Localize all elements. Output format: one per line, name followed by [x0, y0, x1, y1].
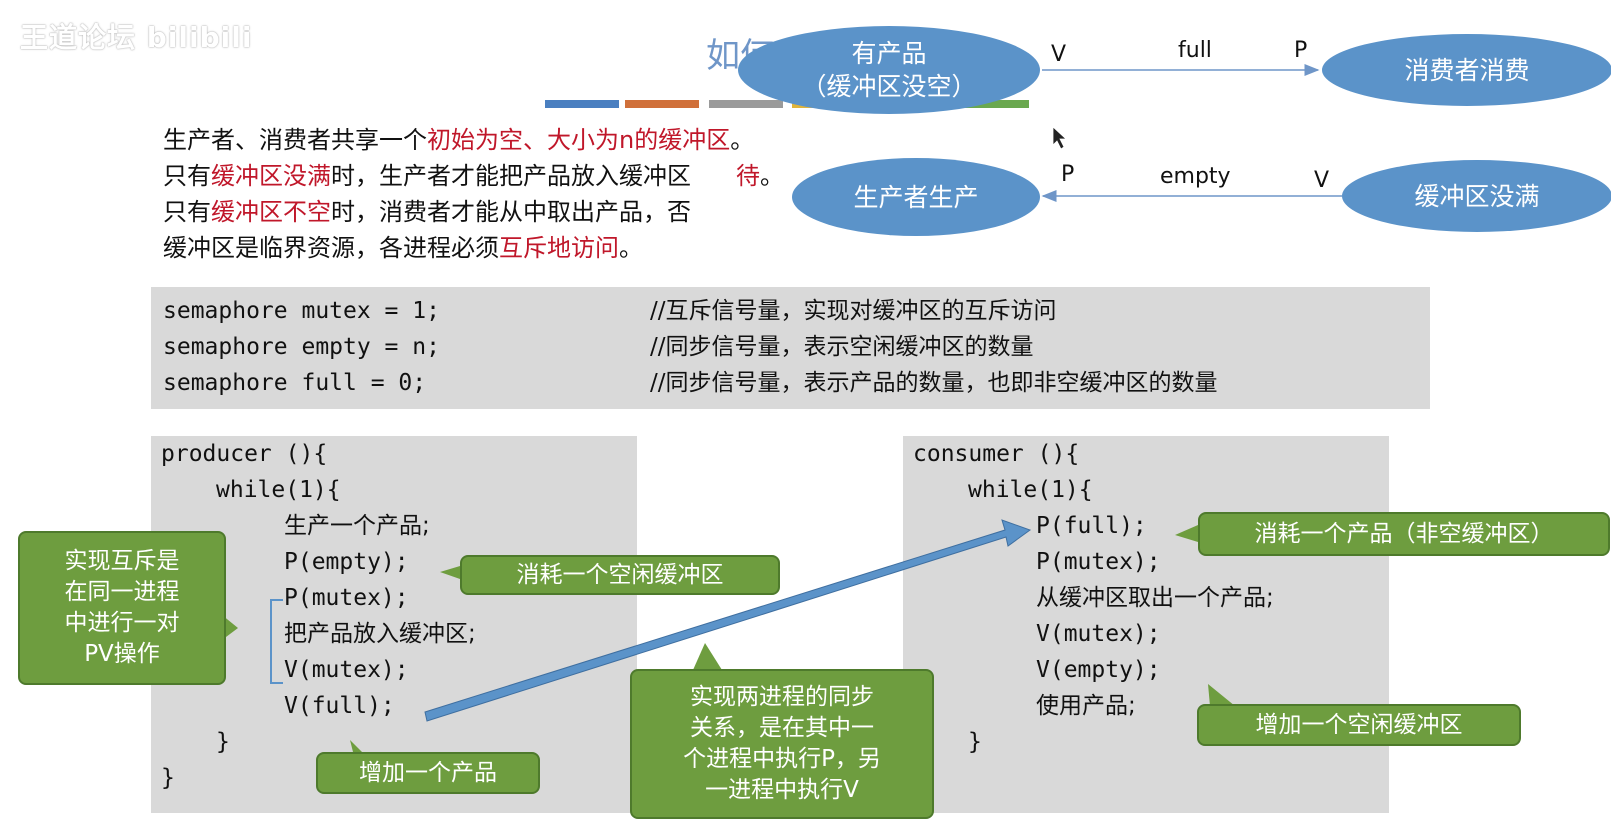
label-empty: empty: [1160, 164, 1231, 189]
sync-arrow: [424, 519, 1032, 722]
callout-sync: 实现两进程的同步 关系，是在其中一 个进程中执行P，另 一进程中执行V: [630, 669, 934, 819]
producer-p-mutex: P(mutex);: [284, 585, 409, 611]
label-p-bottom: P: [1061, 162, 1075, 187]
semaphore-empty-code: semaphore empty = n;: [163, 334, 440, 360]
callout-add-empty: 增加一个空闲缓冲区: [1197, 704, 1521, 746]
producer-code-box: producer (){ while(1){ 生产一个产品; P(empty);…: [151, 436, 637, 813]
consumer-take: 从缓冲区取出一个产品;: [1036, 585, 1274, 611]
callout-consume-product: 消耗一个产品（非空缓冲区）: [1198, 512, 1610, 556]
mutex-callout-tail: [222, 615, 238, 640]
watermark: 王道论坛 bilibili: [20, 21, 253, 54]
sync-callout-tail: [693, 643, 722, 670]
intro-line-2: 只有缓冲区没满时，生产者才能把产品放入缓冲区待。: [163, 162, 784, 190]
semaphore-declarations: semaphore mutex = 1; //互斥信号量，实现对缓冲区的互斥访问…: [151, 287, 1430, 409]
consumer-p-mutex: P(mutex);: [1036, 549, 1161, 575]
label-v-bottom: V: [1314, 168, 1330, 193]
callout-consume-empty: 消耗一个空闲缓冲区: [460, 555, 780, 595]
producer-p-empty: P(empty);: [284, 549, 409, 575]
label-v-top: V: [1051, 42, 1067, 67]
title-bar-blue: [545, 100, 619, 108]
title-bar-orange: [625, 100, 699, 108]
mutex-brace: [270, 599, 283, 684]
consumer-use: 使用产品;: [1036, 693, 1136, 719]
producer-header: producer (){: [161, 441, 328, 467]
label-p-top: P: [1294, 38, 1308, 63]
producer-put: 把产品放入缓冲区;: [284, 621, 476, 647]
consumer-close-inner: }: [968, 729, 982, 755]
semaphore-full-comment: //同步信号量，表示产品的数量，也即非空缓冲区的数量: [650, 370, 1218, 396]
consumer-consume-node: 消费者消费: [1322, 34, 1611, 106]
consumer-loop: while(1){: [968, 477, 1093, 503]
callout-mutex-pair: 实现互斥是 在同一进程 中进行一对 PV操作: [18, 531, 226, 685]
producer-v-full: V(full);: [284, 693, 395, 719]
producer-loop: while(1){: [216, 477, 341, 503]
consumer-p-full: P(full);: [1036, 513, 1147, 539]
has-product-node: 有产品 （缓冲区没空）: [738, 26, 1040, 114]
callout-add-product: 增加一个产品: [316, 752, 540, 794]
producer-close-inner: }: [216, 729, 230, 755]
label-full: full: [1178, 38, 1212, 63]
intro-line-4: 缓冲区是临界资源，各进程必须互斥地访问。: [163, 234, 643, 262]
semaphore-empty-comment: //同步信号量，表示空闲缓冲区的数量: [650, 334, 1034, 360]
consumer-code-box: consumer (){ while(1){ P(full); P(mutex)…: [903, 436, 1389, 813]
producer-produce: 生产一个产品;: [284, 513, 430, 539]
mouse-cursor-icon: [1052, 126, 1068, 150]
producer-close-outer: }: [161, 765, 175, 791]
title-bar-green: [955, 100, 1029, 108]
consume-empty-tail: [440, 566, 460, 579]
buffer-not-full-node: 缓冲区没满: [1342, 160, 1611, 232]
consumer-v-mutex: V(mutex);: [1036, 621, 1161, 647]
producer-produce-node: 生产者生产: [792, 158, 1040, 236]
title-bar-gray: [709, 100, 783, 108]
consumer-v-empty: V(empty);: [1036, 657, 1161, 683]
semaphore-mutex-comment: //互斥信号量，实现对缓冲区的互斥访问: [650, 298, 1057, 324]
semaphore-mutex-code: semaphore mutex = 1;: [163, 298, 440, 324]
add-empty-tail: [1208, 684, 1235, 706]
producer-v-mutex: V(mutex);: [284, 657, 409, 683]
intro-line-1: 生产者、消费者共享一个初始为空、大小为n的缓冲区。: [163, 126, 755, 154]
semaphore-full-code: semaphore full = 0;: [163, 370, 427, 396]
consumer-header: consumer (){: [913, 441, 1080, 467]
consume-product-tail: [1175, 525, 1198, 542]
intro-line-3: 只有缓冲区不空时，消费者才能从中取出产品，否: [163, 198, 691, 226]
